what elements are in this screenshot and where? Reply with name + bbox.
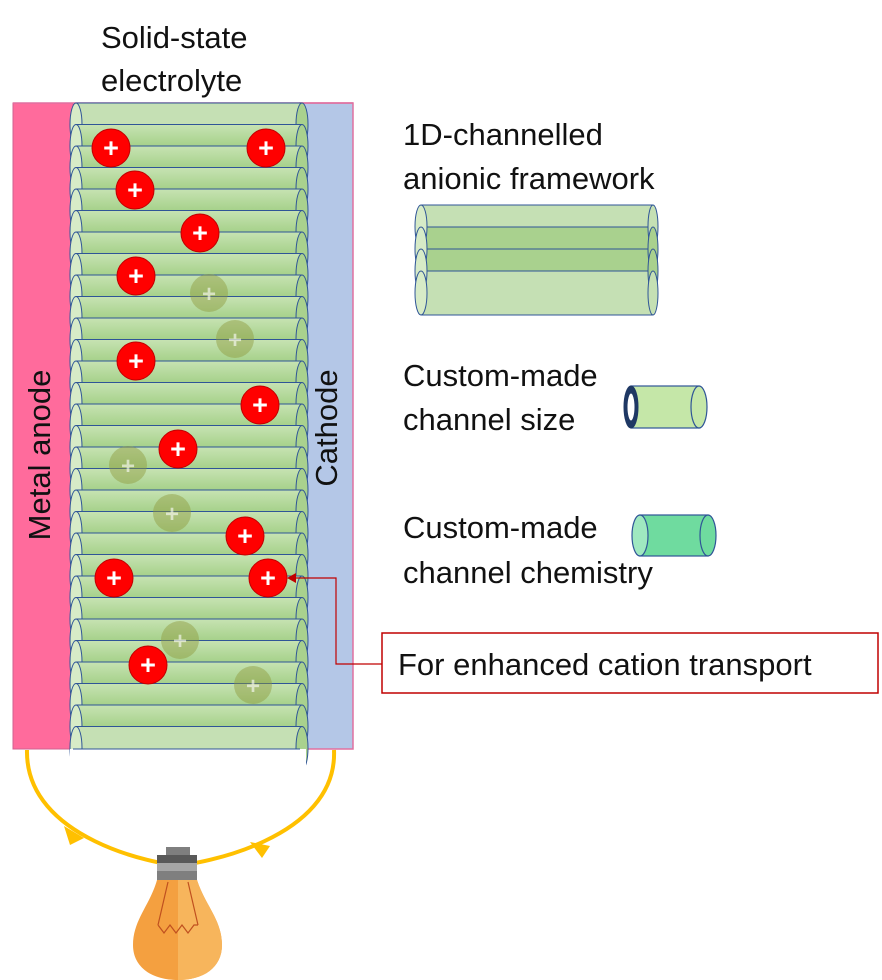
cation-faded: + [109, 446, 147, 484]
cation: + [116, 341, 156, 381]
cation-faded: + [153, 494, 191, 532]
cation-faded: + [190, 274, 228, 312]
metal-anode [12, 102, 74, 750]
cation-symbol: + [140, 650, 156, 680]
cation-symbol: + [252, 390, 268, 420]
cation-symbol: + [260, 563, 276, 593]
faded-cations: + + + + + + [109, 274, 272, 704]
cation: + [246, 128, 286, 168]
cation-faded: + [216, 320, 254, 358]
cation-symbol: + [128, 346, 144, 376]
cation-symbol: + [165, 501, 179, 528]
cation-symbol: + [170, 434, 186, 464]
size-label-line1: Custom-made [403, 358, 598, 393]
cation-symbol: + [121, 453, 135, 480]
cation: + [180, 213, 220, 253]
electrolyte-label-line2: electrolyte [101, 63, 242, 98]
framework-bundle-icon [414, 204, 659, 316]
cation: + [128, 645, 168, 685]
cation: + [158, 429, 198, 469]
chemistry-label-line1: Custom-made [403, 510, 598, 545]
channel-size-icon [623, 385, 708, 429]
channel-chemistry-icon [631, 514, 717, 557]
cation: + [116, 256, 156, 296]
cation-symbol: + [127, 175, 143, 205]
cathode-label: Cathode [309, 369, 344, 486]
cation-symbol: + [237, 521, 253, 551]
cation-symbol: + [106, 563, 122, 593]
circuit-arrow-right [250, 842, 270, 858]
cation-symbol: + [173, 628, 187, 655]
framework-label-line1: 1D-channelled [403, 117, 603, 152]
callout-box [381, 632, 879, 694]
cathode [299, 102, 354, 750]
cation: + [225, 516, 265, 556]
cation-symbol: + [128, 261, 144, 291]
cation-symbol: + [103, 133, 119, 163]
cation: + [248, 558, 288, 598]
electrolyte-label-line1: Solid-state [101, 20, 247, 55]
cation-symbol: + [228, 327, 242, 354]
light-bulb-icon [133, 847, 222, 980]
cation: + [91, 128, 131, 168]
framework-label-line2: anionic framework [403, 161, 655, 196]
circuit-arrow-left [64, 826, 84, 845]
callout-arrowhead [287, 573, 296, 583]
cation-faded: + [161, 621, 199, 659]
cation: + [94, 558, 134, 598]
cation-symbol: + [258, 133, 274, 163]
cation-symbol: + [202, 281, 216, 308]
callout-text: For enhanced cation transport [398, 647, 812, 682]
cation-faded: + [234, 666, 272, 704]
callout-arrow-line [294, 577, 382, 665]
cations: ++++++++++++ [91, 128, 288, 685]
anode-label: Metal anode [22, 370, 57, 541]
size-label-line2: channel size [403, 402, 575, 437]
cation: + [240, 385, 280, 425]
cation-symbol: + [246, 673, 260, 700]
cation: + [115, 170, 155, 210]
cation-symbol: + [192, 218, 208, 248]
chemistry-label-line2: channel chemistry [403, 555, 653, 590]
